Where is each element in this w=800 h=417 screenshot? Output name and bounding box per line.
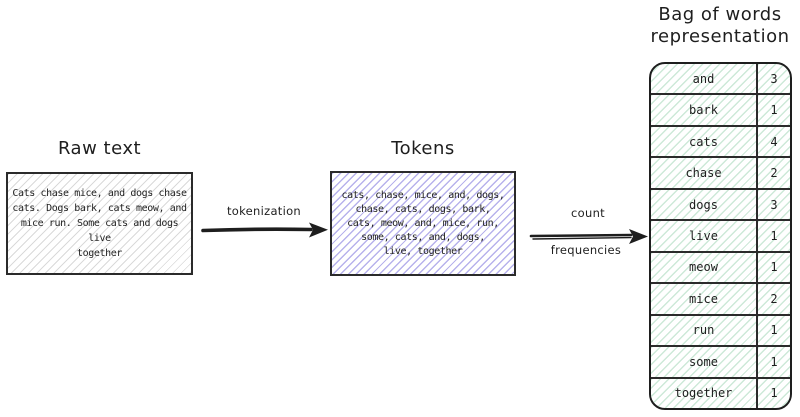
raw-text-title: Raw text bbox=[57, 138, 142, 159]
word-cell: and bbox=[651, 64, 756, 94]
word-cell: bark bbox=[651, 95, 756, 125]
count-cell: 2 bbox=[756, 284, 790, 314]
count-cell: 1 bbox=[756, 378, 790, 408]
table-row: some 1 bbox=[651, 345, 790, 377]
count-arrow-icon bbox=[529, 229, 648, 244]
table-row: bark 1 bbox=[651, 93, 790, 125]
word-cell: together bbox=[651, 378, 756, 408]
tokenization-arrow-icon bbox=[201, 222, 328, 238]
bow-title: Bag of words representation bbox=[650, 4, 790, 47]
word-cell: meow bbox=[651, 252, 756, 283]
word-cell: mice bbox=[651, 284, 756, 314]
count-arrow-label-bottom: frequencies bbox=[550, 243, 622, 257]
count-cell: 1 bbox=[756, 252, 790, 283]
table-row: chase 2 bbox=[651, 156, 790, 188]
table-row: run 1 bbox=[651, 313, 790, 346]
raw-text-content: Cats chase mice, and dogs chase cats. Do… bbox=[12, 188, 187, 259]
table-row: dogs 3 bbox=[651, 187, 790, 220]
table-row: live 1 bbox=[651, 219, 790, 251]
count-cell: 3 bbox=[756, 189, 790, 220]
tokenization-arrow-label: tokenization bbox=[226, 204, 302, 218]
table-row: mice 2 bbox=[651, 282, 790, 314]
table-row: meow 1 bbox=[651, 250, 790, 283]
count-cell: 2 bbox=[756, 158, 790, 188]
count-arrow-label-top: count bbox=[571, 206, 605, 220]
word-cell: some bbox=[651, 347, 756, 377]
tokens-title: Tokens bbox=[391, 138, 455, 159]
table-row: together 1 bbox=[651, 376, 790, 408]
tokens-content: cats, chase, mice, and, dogs, chase, cat… bbox=[341, 189, 505, 257]
count-cell: 1 bbox=[756, 95, 790, 125]
count-cell: 1 bbox=[756, 221, 790, 251]
count-cell: 3 bbox=[756, 64, 790, 94]
raw-text-box: Cats chase mice, and dogs chase cats. Do… bbox=[6, 172, 193, 275]
tokens-box: cats, chase, mice, and, dogs, chase, cat… bbox=[330, 171, 516, 276]
table-row: and 3 bbox=[651, 64, 790, 94]
word-cell: cats bbox=[651, 126, 756, 157]
word-cell: chase bbox=[651, 158, 756, 188]
word-cell: run bbox=[651, 315, 756, 346]
count-cell: 1 bbox=[756, 315, 790, 346]
word-cell: dogs bbox=[651, 189, 756, 220]
table-row: cats 4 bbox=[651, 124, 790, 157]
count-cell: 1 bbox=[756, 347, 790, 377]
count-cell: 4 bbox=[756, 126, 790, 157]
bow-table: and 3 bark 1 cats 4 chase 2 dogs 3 live … bbox=[649, 62, 792, 410]
word-cell: live bbox=[651, 221, 756, 251]
